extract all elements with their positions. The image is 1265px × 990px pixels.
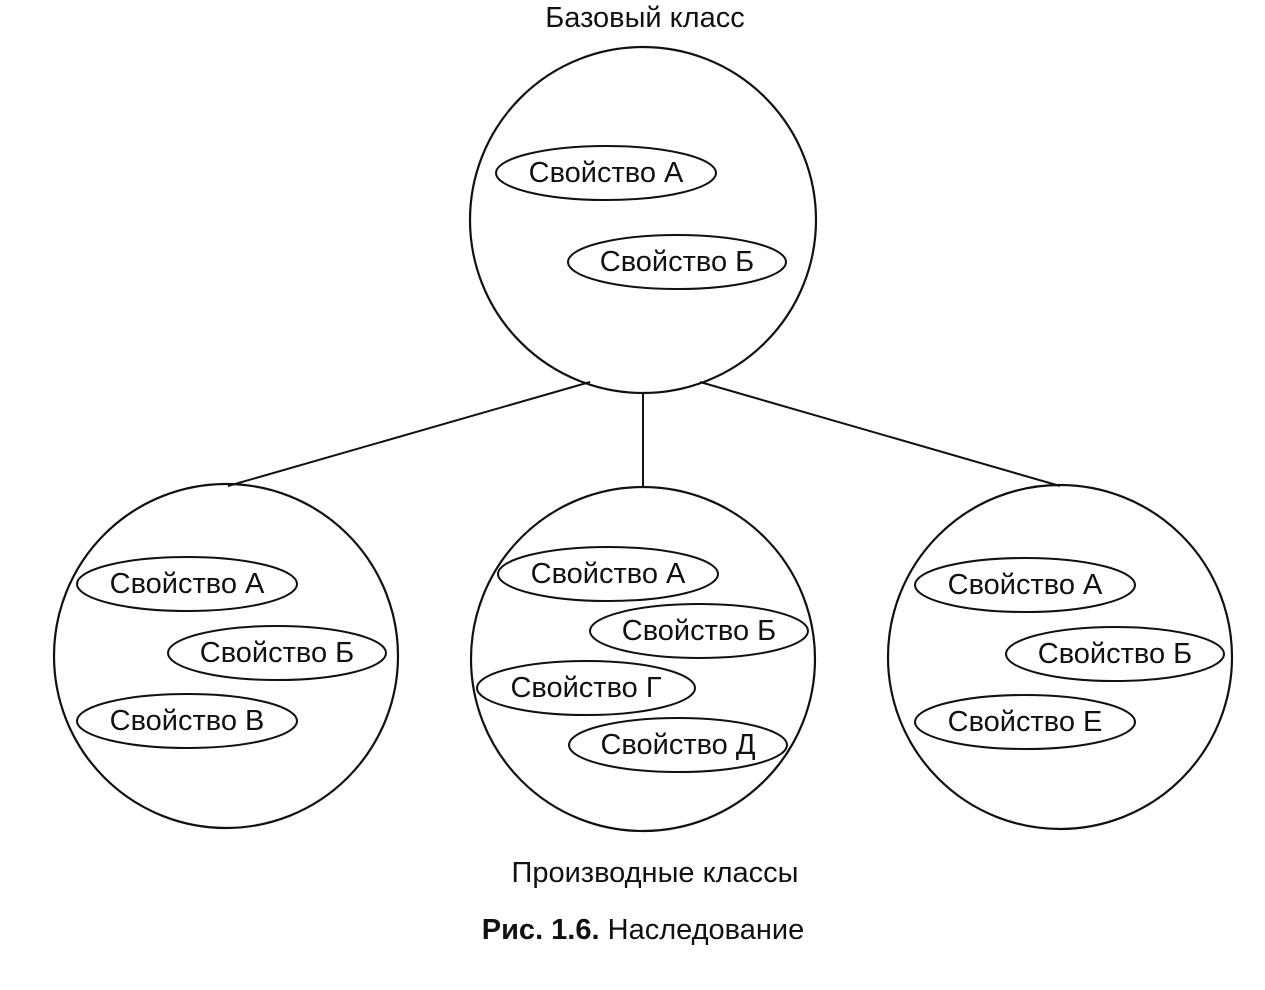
- base-property-a: Свойство А: [495, 145, 717, 201]
- base-class-circle: [468, 45, 818, 395]
- derived-left-property-c: Свойство В: [76, 693, 298, 749]
- property-ellipse: [76, 693, 298, 749]
- property-label: Свойство Б: [622, 615, 776, 647]
- property-ellipse: [567, 234, 787, 290]
- derived-center-property-c: Свойство Г: [476, 660, 696, 716]
- property-label: Свойство Б: [200, 637, 354, 669]
- derived-center-property-d: Свойство Д: [568, 717, 788, 773]
- derived-class-circle-right: [886, 483, 1234, 831]
- property-ellipse: [568, 717, 788, 773]
- property-label: Свойство Е: [948, 706, 1103, 738]
- base-class-label: Базовый класс: [545, 2, 745, 34]
- property-label: Свойство А: [529, 157, 684, 189]
- property-ellipse: [914, 557, 1136, 613]
- figure-title: Наследование: [608, 914, 805, 946]
- figure-caption: Рис. 1.6. Наследование: [482, 914, 804, 946]
- derived-class-circle-center: [469, 485, 817, 833]
- derived-right-property-a: Свойство А: [914, 557, 1136, 613]
- property-label: Свойство Г: [510, 672, 661, 704]
- property-ellipse: [589, 603, 809, 659]
- derived-right-property-b: Свойство Б: [1005, 626, 1225, 682]
- derived-center-property-a: Свойство А: [497, 546, 719, 602]
- derived-right-property-c: Свойство Е: [914, 694, 1136, 750]
- derived-center-property-b: Свойство Б: [589, 603, 809, 659]
- derived-classes-label: Производные классы: [511, 857, 798, 889]
- property-label: Свойство А: [948, 569, 1103, 601]
- base-property-b: Свойство Б: [567, 234, 787, 290]
- property-ellipse: [1005, 626, 1225, 682]
- property-ellipse: [914, 694, 1136, 750]
- property-label: Свойство Б: [1038, 638, 1192, 670]
- derived-left-property-b: Свойство Б: [167, 625, 387, 681]
- property-ellipse: [495, 145, 717, 201]
- property-ellipse: [476, 660, 696, 716]
- property-ellipse: [76, 556, 298, 612]
- property-label: Свойство А: [110, 568, 265, 600]
- property-label: Свойство Д: [600, 729, 755, 761]
- derived-class-circle-left: [52, 482, 400, 830]
- property-label: Свойство В: [110, 705, 265, 737]
- derived-left-property-a: Свойство А: [76, 556, 298, 612]
- property-label: Свойство Б: [600, 246, 754, 278]
- property-ellipse: [167, 625, 387, 681]
- connector-line-left: [227, 381, 591, 487]
- property-label: Свойство А: [531, 558, 686, 590]
- connector-line-right: [699, 381, 1061, 487]
- property-ellipse: [497, 546, 719, 602]
- figure-number: Рис. 1.6.: [482, 914, 600, 946]
